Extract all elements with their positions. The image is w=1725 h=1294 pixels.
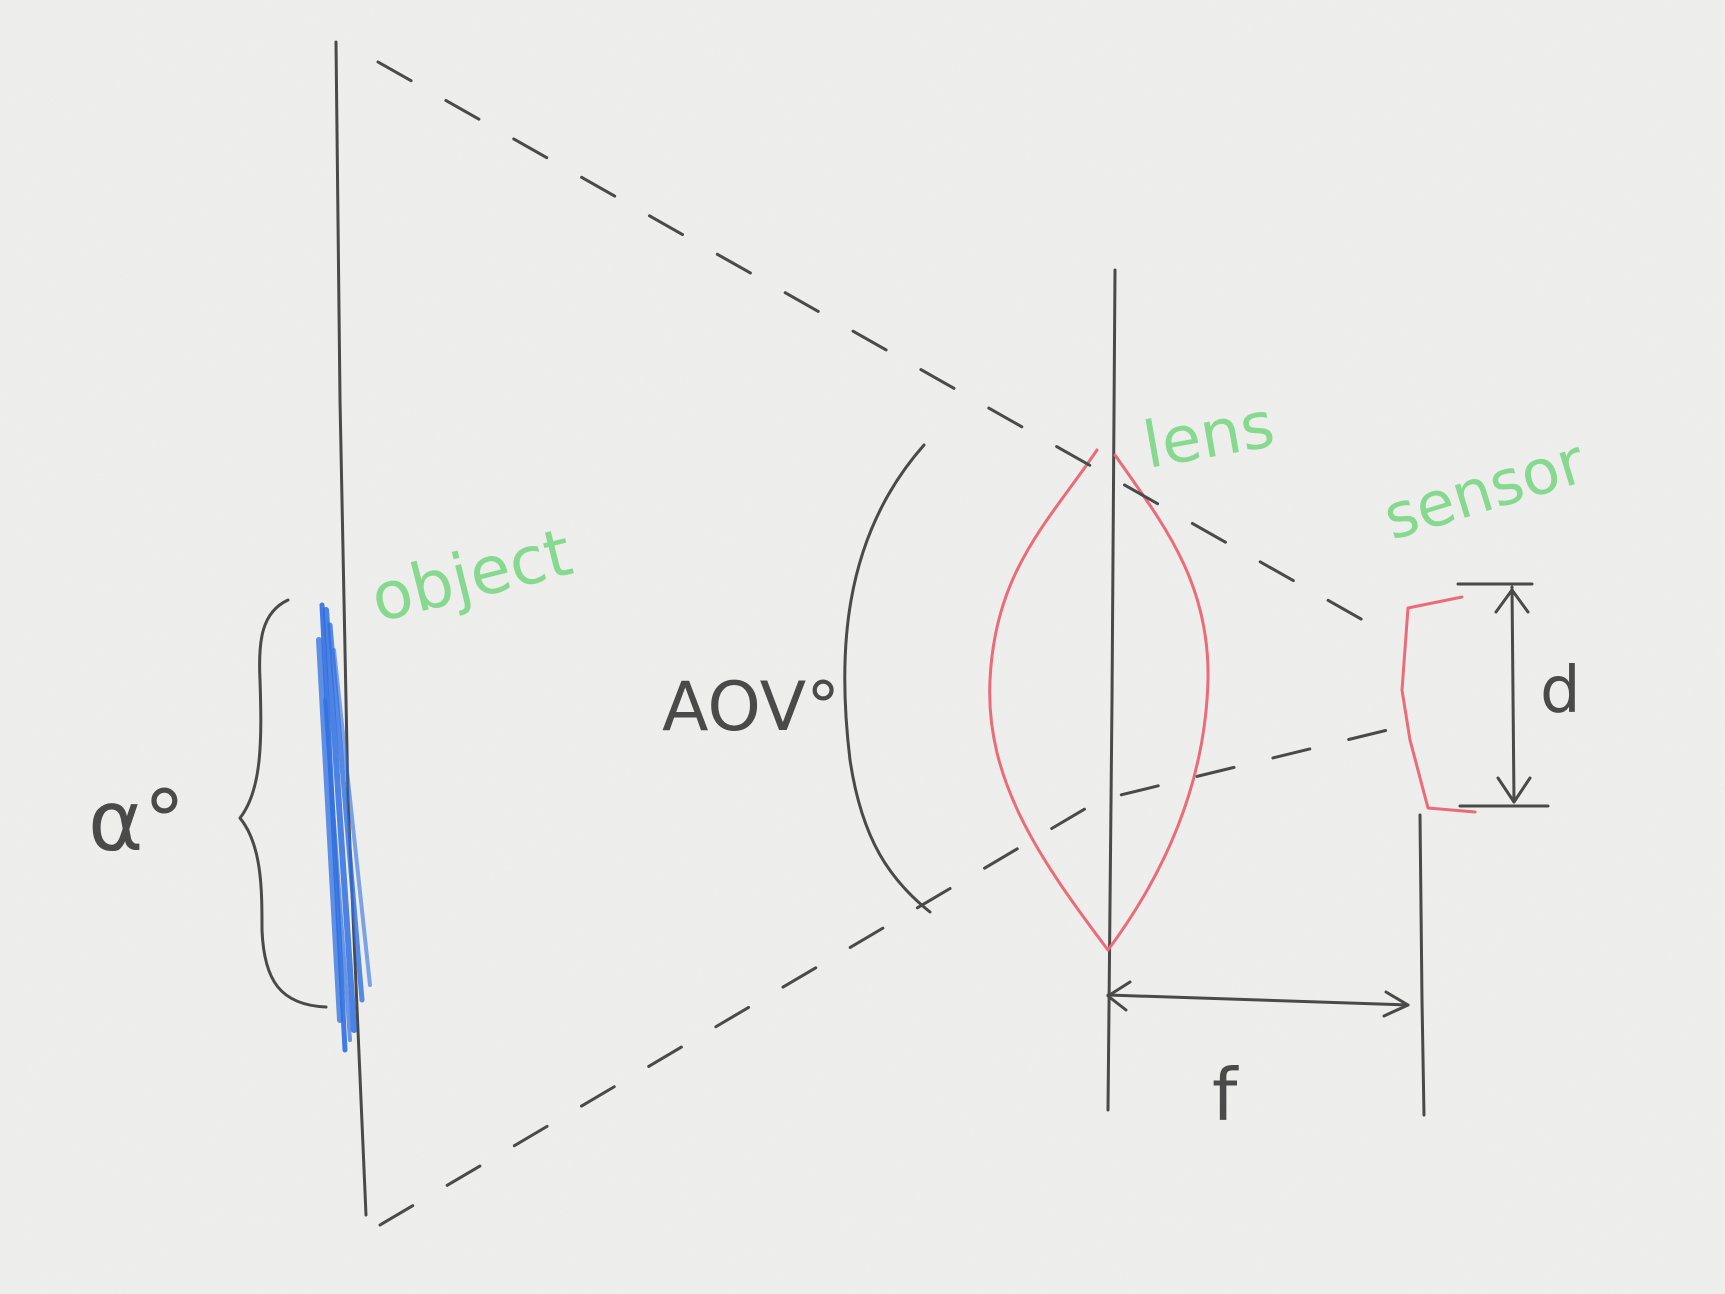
alpha-brace — [238, 598, 328, 1009]
aov-label: AOV° — [662, 668, 840, 747]
lower-ray — [378, 725, 1402, 1227]
sensor-plane-line — [1418, 813, 1426, 1117]
lens-outline — [988, 448, 1210, 952]
f-label: f — [1212, 1053, 1239, 1137]
object-plane-line — [334, 40, 368, 1217]
f-dimension — [1106, 980, 1410, 1018]
sensor-outline — [1400, 595, 1477, 814]
lens-axis-line — [1106, 268, 1117, 1112]
alpha-label: α° — [88, 772, 185, 870]
aov-arc — [843, 443, 932, 914]
upper-ray — [376, 60, 1386, 634]
object-bar — [316, 602, 372, 1053]
d-label: d — [1540, 654, 1581, 728]
d-dimension — [1456, 582, 1550, 808]
